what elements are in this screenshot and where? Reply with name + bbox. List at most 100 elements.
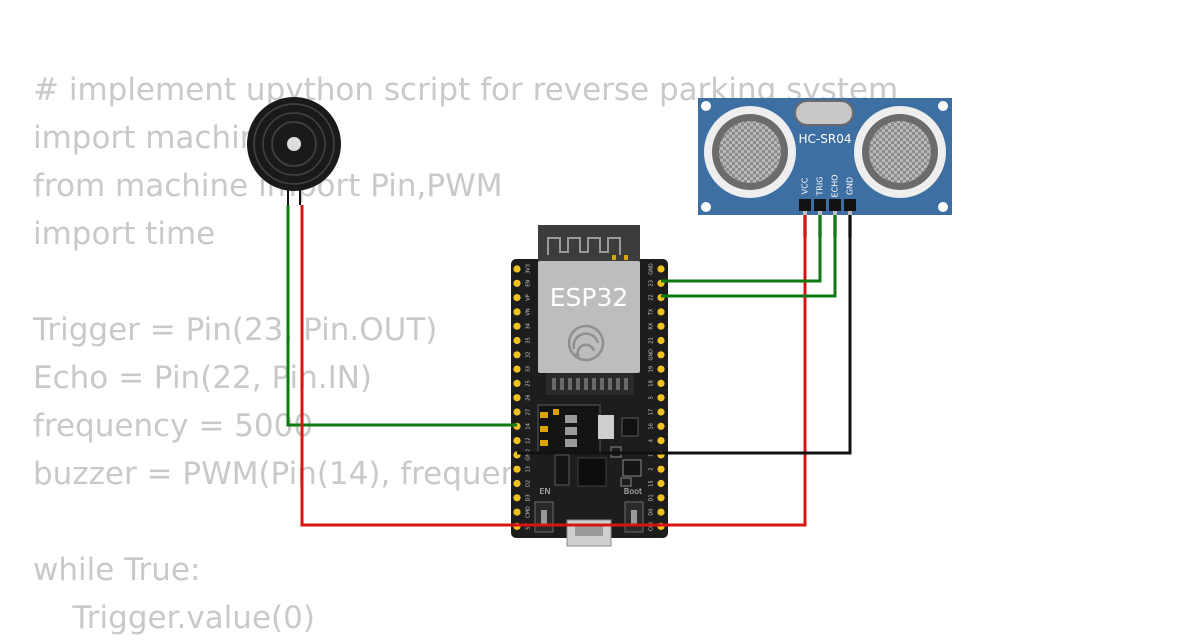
pin-label: 3V3 [526,264,532,274]
module-pads [546,373,634,395]
pin-label: VP [526,294,532,300]
pin-label: 22 [649,294,655,300]
pin-label: 15 [649,480,655,486]
sensor-pin[interactable] [829,199,841,211]
sensor-pin[interactable] [799,199,811,211]
espressif-logo-icon [567,324,605,362]
pin-label: RX [649,322,655,329]
code-line: Trigger = Pin(23, Pin.OUT) [33,312,438,348]
pin-label: GND [649,349,655,361]
pin-label: VN [526,308,532,315]
sensor-pin-label: TRIG [816,176,825,196]
header-pin[interactable] [513,294,521,302]
wire-trig-to-gpio23[interactable] [661,215,822,283]
header-pin[interactable] [657,437,665,445]
header-pin[interactable] [513,365,521,373]
pin-label: 13 [526,466,532,472]
pin-label: 35 [526,337,532,343]
code-line: frequency = 5000 [33,408,314,444]
header-pin[interactable] [657,408,665,416]
pin-label: 27 [526,409,532,415]
pin-label: D0 [649,509,655,516]
header-pin[interactable] [513,336,521,345]
header-pin[interactable] [513,322,521,330]
header-pin[interactable] [657,351,665,359]
header-pin[interactable] [657,308,665,316]
pin-label: 23 [649,280,655,286]
pin-label: D2 [526,480,532,487]
boot-label: Boot [624,487,642,496]
wires [286,205,852,527]
pin-label: 32 [526,352,532,358]
pin-label: 26 [526,395,532,401]
header-pin[interactable] [513,265,521,273]
header-pin[interactable] [657,336,665,345]
wire-vcc-to-5v[interactable] [300,205,807,527]
sensor-pin-label: VCC [801,177,810,194]
header-pin[interactable] [513,465,521,473]
pin-label: 0 [649,453,655,456]
header-pin[interactable] [513,279,521,287]
pin-label: 5 [649,396,655,399]
hc-sr04-sensor[interactable]: HC-SR04 VCC TRIG ECHO GND [698,98,952,237]
sensor-pin-label: ECHO [831,175,840,198]
sensor-pin[interactable] [814,199,826,211]
board-components [537,404,642,487]
header-pin[interactable] [657,265,665,273]
header-pin[interactable] [513,408,521,416]
header-pin[interactable] [513,494,521,502]
sensor-pin-label: GND [846,177,855,195]
code-line: import time [33,216,216,252]
header-pin[interactable] [657,508,665,516]
header-pin[interactable] [657,479,665,488]
esp32-label: ESP32 [550,283,629,312]
ultrasonic-receiver [854,106,946,198]
ultrasonic-transmitter [704,106,796,198]
pin-label: 21 [649,337,655,343]
pin-label: 12 [526,437,532,443]
header-pin[interactable] [513,437,521,445]
pin-label: EN [526,280,532,287]
pin-label: 25 [526,380,532,386]
pin-label: 18 [649,380,655,386]
sensor-pin[interactable] [844,199,856,211]
header-pin[interactable] [657,394,665,402]
header-pin[interactable] [513,394,521,402]
pin-label: D1 [649,494,655,501]
boot-button[interactable] [624,501,644,533]
header-pin[interactable] [513,308,521,316]
code-line: Echo = Pin(22, Pin.IN) [33,360,373,396]
header-pin[interactable] [657,379,665,387]
pin-label: 17 [649,409,655,415]
pin-label: GND [526,449,532,461]
pin-label: 19 [649,366,655,372]
pin-label: GND [649,263,655,275]
pin-label: 34 [526,323,532,329]
piezo-buzzer[interactable] [247,97,341,205]
pin-label: TX [649,308,655,316]
pin-label: 2 [649,468,655,471]
header-pin[interactable] [657,422,665,430]
header-pin[interactable] [657,322,665,330]
pin-label: 4 [649,439,655,442]
header-pin[interactable] [657,494,665,502]
crystal-oscillator [794,100,854,126]
pin-label: CMD [526,506,532,518]
header-pin[interactable] [657,465,665,473]
wire-gnd-to-gnd[interactable] [517,215,852,455]
header-pin[interactable] [657,365,665,373]
esp32-board[interactable]: ESP32 [511,225,668,547]
header-pin[interactable] [513,479,521,488]
wire-echo-to-gpio22[interactable] [661,215,837,298]
en-button[interactable] [534,501,554,533]
header-pin[interactable] [513,379,521,387]
pin-label: 16 [649,423,655,429]
wire-buzzer-to-gpio14[interactable] [286,205,517,427]
header-pin[interactable] [513,351,521,359]
en-label: EN [539,487,550,496]
pin-label: 33 [526,366,532,372]
antenna-trace [547,237,621,255]
header-pin[interactable] [513,508,521,516]
sensor-label: HC-SR04 [799,132,852,146]
